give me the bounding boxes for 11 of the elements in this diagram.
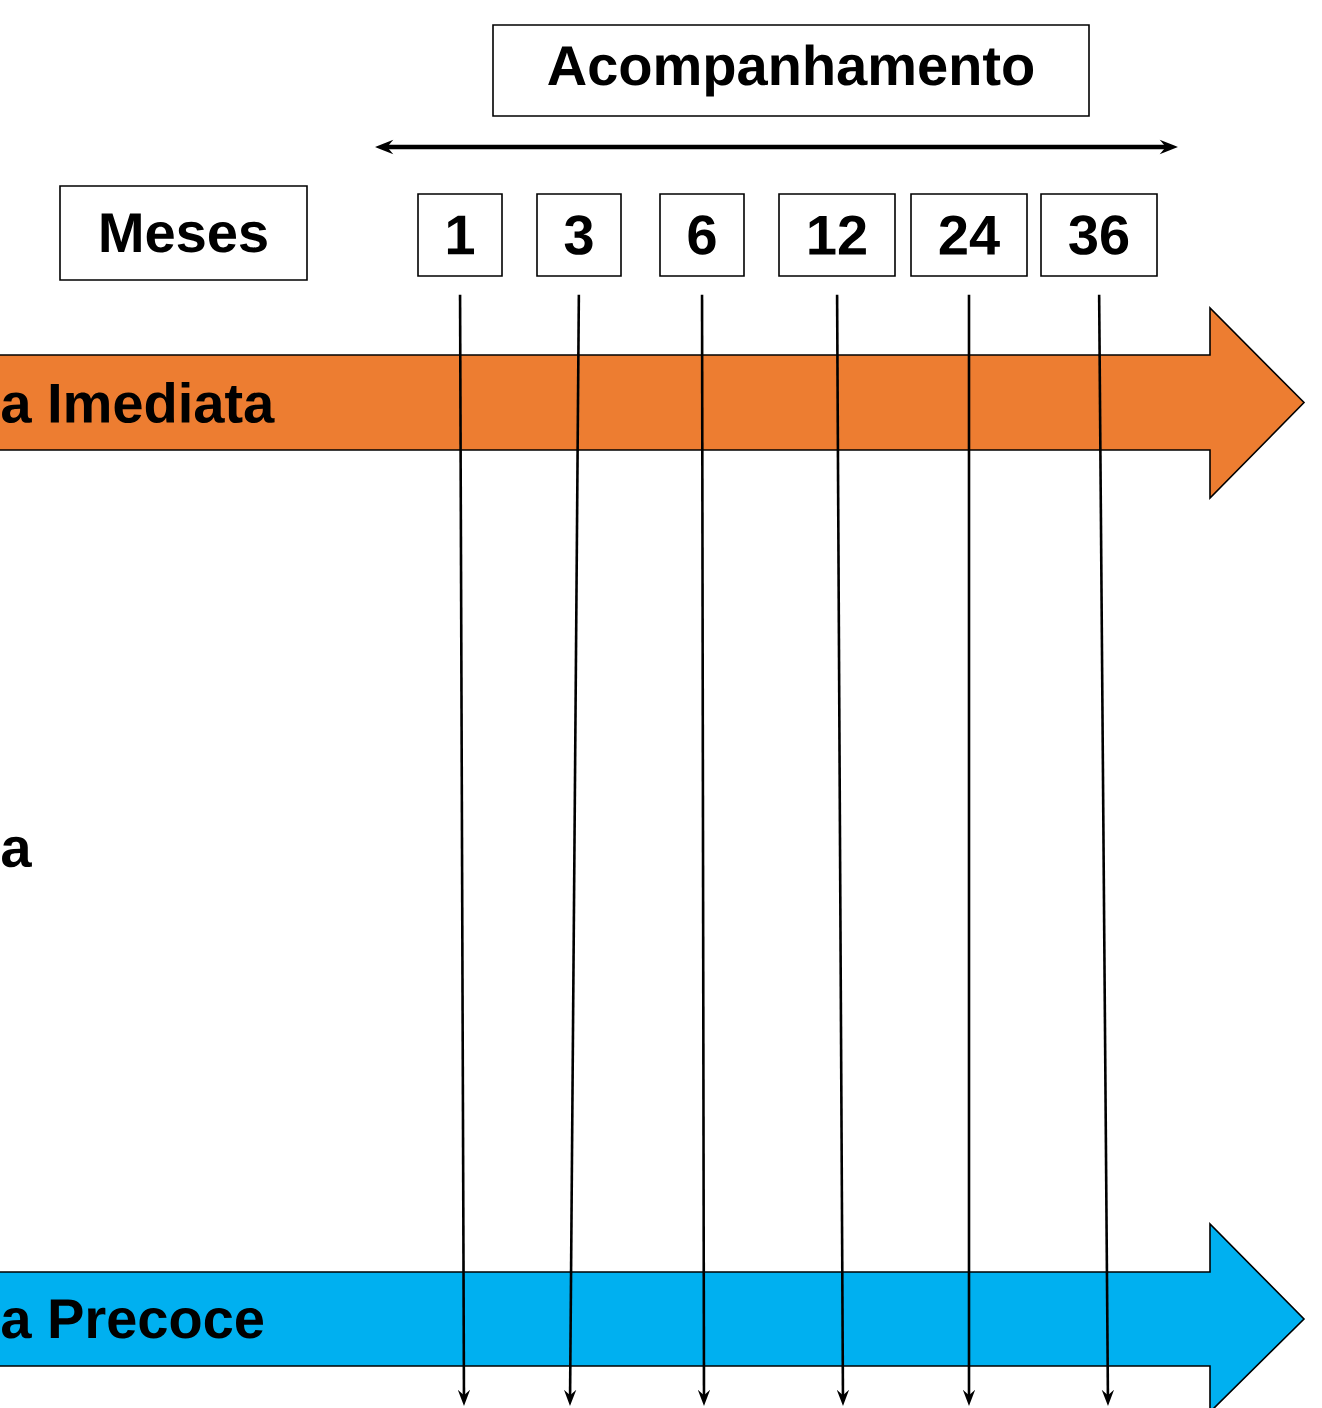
- title-box: Acompanhamento: [492, 24, 1090, 117]
- arrow-band: a Imediata: [0, 306, 1306, 500]
- month-box: 12: [778, 193, 896, 277]
- arrow-band: a Precoce: [0, 1222, 1306, 1408]
- month-box: 24: [910, 193, 1028, 277]
- month-box: 1: [417, 193, 503, 277]
- month-box: 3: [536, 193, 622, 277]
- label-box: Meses: [59, 185, 308, 281]
- month-box: 6: [659, 193, 745, 277]
- month-box: 36: [1040, 193, 1158, 277]
- text-label: a: [2, 836, 32, 868]
